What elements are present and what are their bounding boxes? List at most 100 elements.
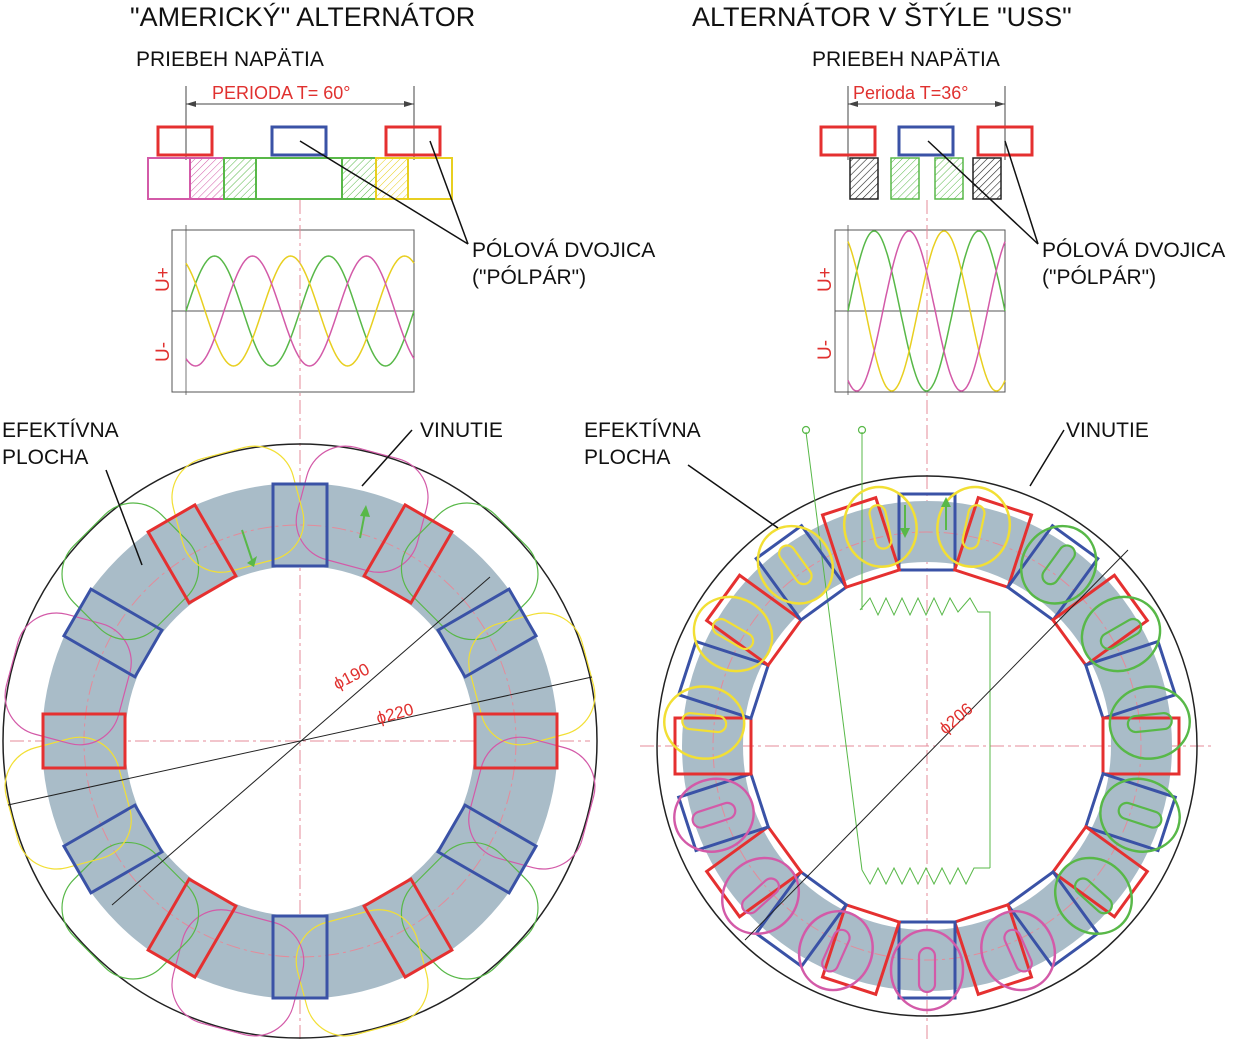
right-winding-coil xyxy=(936,485,1012,568)
left-u-minus: U- xyxy=(153,342,174,362)
left-period-dimension: PERIODA T= 60° xyxy=(185,83,415,160)
right-magnet xyxy=(1005,869,1100,969)
left-magnet xyxy=(362,877,454,980)
left-dia-outer: ϕ220 xyxy=(374,700,416,728)
left-winding-coil xyxy=(400,502,539,641)
left-winding-coil xyxy=(468,736,596,870)
right-terminal-1-icon xyxy=(801,425,811,435)
left-pole-pair-line2: ("PÓLPÁR") xyxy=(472,266,586,289)
left-title: "AMERICKÝ" ALTERNÁTOR xyxy=(130,2,475,32)
left-magnet-top-3 xyxy=(384,125,442,157)
left-magnet xyxy=(146,502,238,605)
right-lead-1 xyxy=(805,431,863,871)
left-winding-coil xyxy=(171,909,305,1037)
left-magnet xyxy=(271,914,329,1000)
right-period-label: Perioda T=36° xyxy=(853,83,968,103)
left-waveform: U+ U- xyxy=(153,225,415,395)
left-u-plus: U+ xyxy=(153,267,174,292)
left-pole-pair-line1: PÓLOVÁ DVOJICA xyxy=(472,239,655,262)
right-panel: ALTERNÁTOR V ŠTÝLE "USS" PRIEBEH NAPÄTIA… xyxy=(584,1,1225,1041)
right-magnet xyxy=(676,771,771,853)
left-pole-pair-callout: PÓLOVÁ DVOJICA ("PÓLPÁR") xyxy=(299,140,655,289)
right-winding-coil xyxy=(1019,524,1098,605)
left-magnet xyxy=(271,482,329,568)
left-effective-area-line1: EFEKTÍVNA xyxy=(2,419,119,442)
right-winding-strip xyxy=(849,157,1002,200)
left-period-label: PERIODA T= 60° xyxy=(212,83,350,103)
left-rotor-diagram xyxy=(2,200,598,1041)
right-pole-pair-line2: ("PÓLPÁR") xyxy=(1042,266,1156,289)
right-winding-coil xyxy=(1053,856,1133,935)
right-rotor-diagram xyxy=(640,200,1215,1041)
left-outer-circle xyxy=(2,443,598,1039)
right-pitch-circle xyxy=(712,531,1142,961)
right-winding-coil xyxy=(1108,685,1191,760)
right-magnet xyxy=(1005,523,1100,623)
right-winding-coil xyxy=(889,928,965,1012)
left-magnet xyxy=(146,877,238,980)
right-outer-circle xyxy=(656,475,1198,1017)
left-winding-coil xyxy=(295,445,429,573)
right-magnet xyxy=(897,492,957,572)
left-panel: "AMERICKÝ" ALTERNÁTOR PRIEBEH NAPÄTIA PE… xyxy=(2,2,655,1041)
right-subtitle: PRIEBEH NAPÄTIA xyxy=(812,48,1000,71)
right-magnet xyxy=(754,523,849,623)
right-effective-area-line2: PLOCHA xyxy=(584,446,670,469)
left-pitch-circle xyxy=(83,524,517,958)
right-pole-pair-line1: PÓLOVÁ DVOJICA xyxy=(1042,239,1225,262)
left-magnet xyxy=(362,502,454,605)
left-winding-label: VINUTIE xyxy=(420,419,503,442)
right-u-plus: U+ xyxy=(815,267,836,292)
left-dia-outer-line xyxy=(7,676,593,806)
right-magnet-top-2 xyxy=(897,125,955,157)
right-waveform: U+ U- xyxy=(815,225,1006,395)
right-winding-coil xyxy=(842,485,918,568)
left-winding-coil xyxy=(468,612,596,746)
right-u-minus: U- xyxy=(815,340,836,360)
left-arrow-down-icon xyxy=(241,529,253,561)
right-zigzag-bottom xyxy=(861,866,990,886)
left-subtitle: PRIEBEH NAPÄTIA xyxy=(136,48,324,71)
right-dia-line xyxy=(744,549,1129,941)
left-effective-area-line2: PLOCHA xyxy=(2,446,88,469)
right-zigzag-top xyxy=(859,596,991,868)
left-winding-coil xyxy=(400,841,539,980)
right-winding-coil xyxy=(663,685,746,760)
right-winding-coil xyxy=(673,777,755,853)
right-winding-coil xyxy=(1099,777,1181,853)
right-effective-area-line1: EFEKTÍVNA xyxy=(584,419,701,442)
left-magnet xyxy=(436,803,539,895)
left-winding-coil xyxy=(61,841,200,980)
left-winding-coil xyxy=(295,909,429,1037)
left-dia-inner: ϕ190 xyxy=(330,659,372,693)
left-magnet xyxy=(41,712,127,770)
left-magnet xyxy=(61,803,164,895)
left-winding-strip xyxy=(147,157,453,200)
right-winding-coil xyxy=(692,595,774,673)
left-magnet-top-2 xyxy=(270,125,328,157)
right-winding-coil xyxy=(797,910,874,992)
right-magnet-top-3 xyxy=(976,125,1034,157)
right-winding-label: VINUTIE xyxy=(1066,419,1149,442)
left-magnet xyxy=(473,712,559,770)
right-period-dimension: Perioda T=36° xyxy=(847,83,1006,160)
right-winding-coil xyxy=(756,524,835,605)
left-magnet-top-1 xyxy=(156,125,214,157)
right-magnet-top-1 xyxy=(819,125,877,157)
right-magnet xyxy=(897,920,957,1000)
right-terminal-2-icon xyxy=(857,425,867,435)
right-winding-coil xyxy=(721,856,801,935)
right-pole-pair-callout: PÓLOVÁ DVOJICA ("PÓLPÁR") xyxy=(927,140,1225,289)
right-magnet xyxy=(754,869,849,969)
right-title: ALTERNÁTOR V ŠTÝLE "USS" xyxy=(692,1,1072,32)
right-winding-coil xyxy=(1080,595,1162,673)
left-winding-coil xyxy=(4,612,132,746)
right-magnet xyxy=(1083,639,1178,721)
right-magnet xyxy=(1083,771,1178,853)
left-magnet xyxy=(61,587,164,679)
right-magnet xyxy=(676,639,771,721)
right-dia: ϕ206 xyxy=(935,699,976,738)
right-winding-coil xyxy=(980,910,1057,992)
left-winding-coil xyxy=(4,736,132,870)
